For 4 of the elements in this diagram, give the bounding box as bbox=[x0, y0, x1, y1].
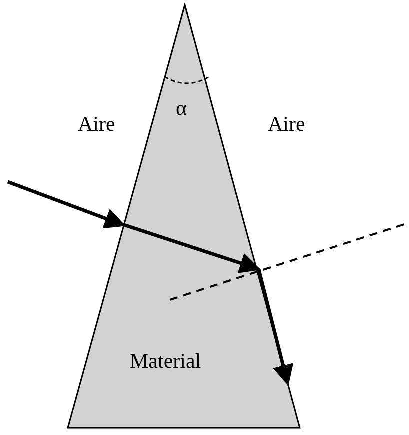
material-label: Material bbox=[130, 349, 202, 374]
angle-label: α bbox=[176, 96, 188, 121]
medium-label: Aire bbox=[78, 112, 116, 137]
medium-label: Aire bbox=[268, 112, 306, 137]
